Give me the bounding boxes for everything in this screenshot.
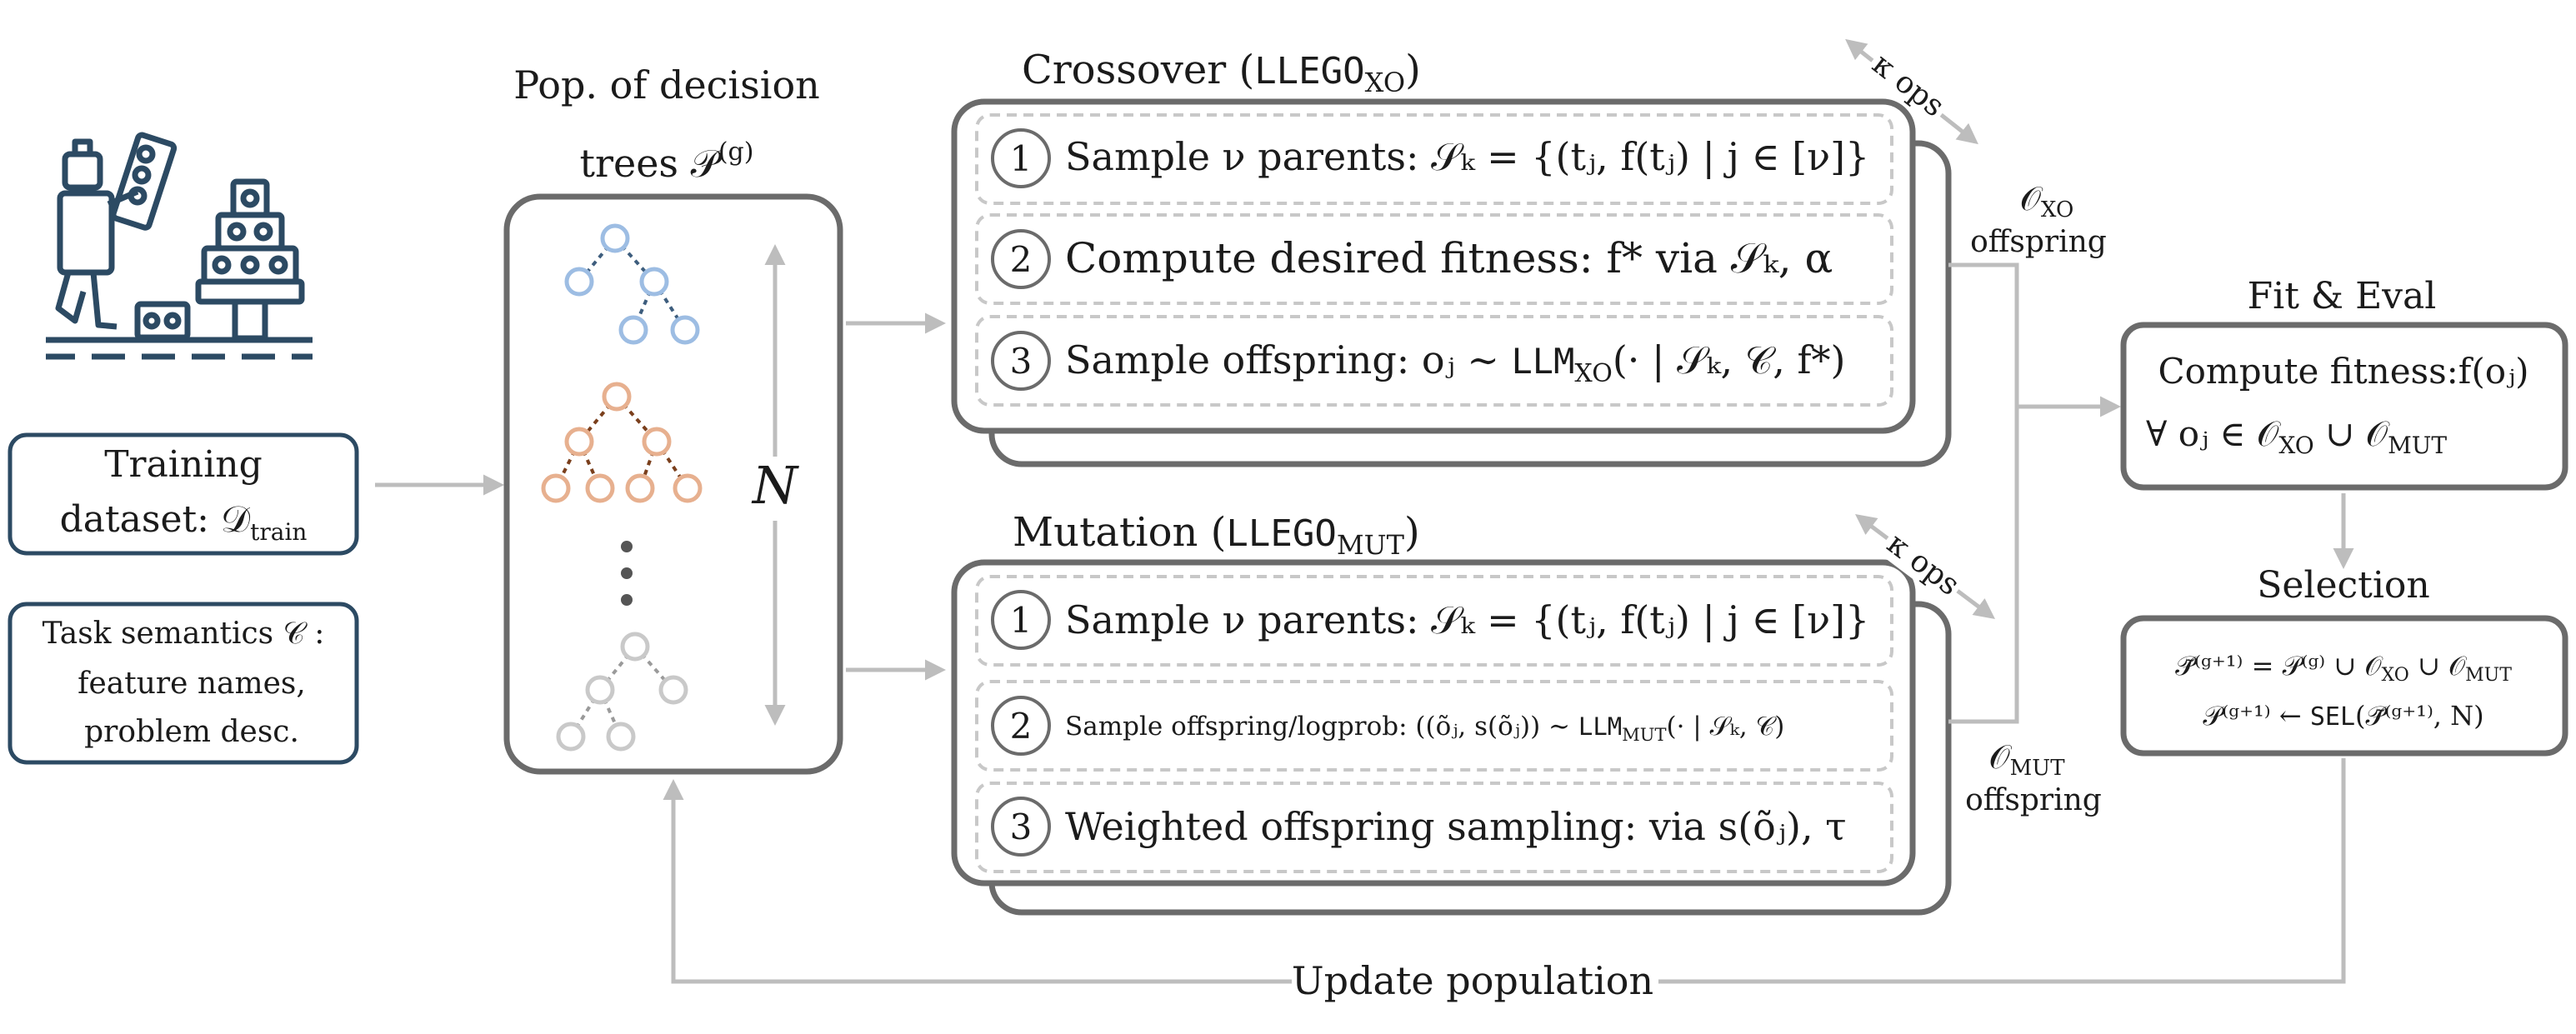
decision-tree-gray	[556, 632, 688, 752]
mutation-step2-row	[975, 680, 1893, 772]
task-semantics-box: Task semantics 𝒞 : feature names, proble…	[8, 602, 359, 765]
fit-eval-line1: Compute fitness:f(oⱼ)	[2158, 351, 2528, 392]
crossover-step2-row	[975, 213, 1893, 305]
mutation-step2-text: Sample offspring/logprob: ((õⱼ, s(õⱼ)) ∼…	[1065, 712, 1784, 745]
mutation-output-word: offspring	[1965, 783, 2102, 817]
crossover-output-word: offspring	[1970, 225, 2107, 259]
task-line2: feature names,	[78, 667, 306, 701]
svg-text:dataset: 𝒟train: dataset: 𝒟train	[60, 498, 308, 546]
svg-text:3: 3	[1010, 341, 1033, 382]
svg-text:1: 1	[1010, 600, 1033, 641]
crossover-step2-text: Compute desired fitness: f* via 𝒮ₖ, α	[1065, 234, 1833, 282]
selection-line1: 𝒫̃⁽ᵍ⁺¹⁾ = 𝒫⁽ᵍ⁾ ∪ 𝒪XO ∪ 𝒪MUT	[2175, 650, 2512, 686]
mutation-box	[951, 559, 1916, 887]
population-size-label: N	[751, 455, 800, 516]
svg-text:2: 2	[1010, 239, 1033, 280]
crossover-step1-row	[975, 113, 1893, 205]
crossover-step2-badge	[991, 229, 1051, 289]
mutation-title: Mutation (	[1013, 509, 1226, 556]
svg-text:trees 𝒫(g): trees 𝒫(g)	[580, 137, 754, 186]
update-loop-right	[1658, 758, 2346, 984]
mutation-step1-text: Sample ν parents: 𝒮ₖ = {(tⱼ, f(tⱼ) | j ∈…	[1065, 597, 1869, 642]
selection-title: Selection	[2257, 564, 2430, 607]
selection-box	[2120, 615, 2568, 757]
crossover-step1-badge	[991, 128, 1051, 188]
mutation-step3-row	[975, 782, 1893, 873]
crossover-step3-row	[975, 315, 1893, 407]
selection-line2: 𝒫⁽ᵍ⁺¹⁾ ← SEL(𝒫̃⁽ᵍ⁺¹⁾, N)	[2203, 700, 2483, 732]
fit-eval-box	[2120, 322, 2568, 491]
fit-eval-line2: ∀ oⱼ ∈ 𝒪XO ∪ 𝒪MUT	[2146, 413, 2447, 459]
svg-text:Crossover (LLEGOXO): Crossover (LLEGOXO)	[1022, 47, 1421, 98]
update-population-label: Update population	[1292, 958, 1653, 1003]
crossover-step3-text: Sample offspring: oⱼ ∼ LLMXO(· | 𝒮ₖ, 𝒞, …	[1065, 337, 1846, 388]
crossover-block: Crossover (LLEGOXO) 1 Sample ν parents: …	[951, 38, 2107, 467]
crossover-box	[951, 98, 1916, 434]
training-sub: train	[250, 518, 307, 546]
selection-block: Selection 𝒫̃⁽ᵍ⁺¹⁾ = 𝒫⁽ᵍ⁾ ∪ 𝒪XO ∪ 𝒪MUT 𝒫⁽…	[2120, 564, 2568, 757]
crossover-output-label: 𝒪	[2020, 180, 2043, 218]
svg-text:2: 2	[1010, 706, 1033, 747]
training-dataset-box: Training dataset: 𝒟train	[8, 432, 359, 556]
fit-eval-block: Fit & Eval Compute fitness:f(oⱼ) ∀ oⱼ ∈ …	[2120, 275, 2568, 491]
svg-text:𝒪MUT: 𝒪MUT	[1988, 738, 2065, 781]
mutation-step1-badge	[991, 590, 1051, 650]
task-line1: Task semantics 𝒞 :	[43, 617, 325, 651]
population-box	[503, 193, 843, 775]
population-title-line1: Pop. of decision	[513, 62, 820, 107]
svg-text:𝒪XO: 𝒪XO	[2020, 180, 2074, 222]
population-ellipsis	[621, 541, 633, 606]
decision-tree-blue	[564, 223, 700, 345]
mutation-step1-row	[975, 575, 1893, 667]
svg-text:Mutation (LLEGOMUT): Mutation (LLEGOMUT)	[1013, 509, 1420, 561]
crossover-step1-text: Sample ν parents: 𝒮ₖ = {(tⱼ, f(tⱼ) | j ∈…	[1065, 134, 1869, 179]
mutation-step2-badge	[991, 696, 1051, 756]
crossover-title: Crossover (	[1022, 47, 1254, 93]
update-loop-left	[663, 779, 1292, 984]
svg-text:1: 1	[1010, 138, 1033, 179]
training-line1: Training	[104, 443, 263, 486]
decision-tree-orange	[541, 382, 703, 503]
offspring-merge-line	[1948, 262, 2019, 724]
population-title-sup: (g)	[718, 137, 754, 167]
crossover-step3-badge	[991, 331, 1051, 391]
svg-text:3: 3	[1010, 807, 1033, 847]
task-line3: problem desc.	[84, 715, 299, 749]
mutation-block: Mutation (LLEGOMUT) 1 Sample ν parents: …	[951, 509, 2102, 916]
fit-eval-title: Fit & Eval	[2248, 275, 2437, 317]
mutation-step3-text: Weighted offspring sampling: via s(õⱼ), …	[1065, 804, 1847, 849]
population-title-line2: trees 𝒫	[580, 141, 723, 186]
mutation-output-label: 𝒪	[1988, 738, 2012, 777]
robot-building-blocks-icon	[46, 132, 313, 360]
training-line2: dataset: 𝒟	[60, 498, 251, 541]
mutation-step3-badge	[991, 797, 1051, 857]
